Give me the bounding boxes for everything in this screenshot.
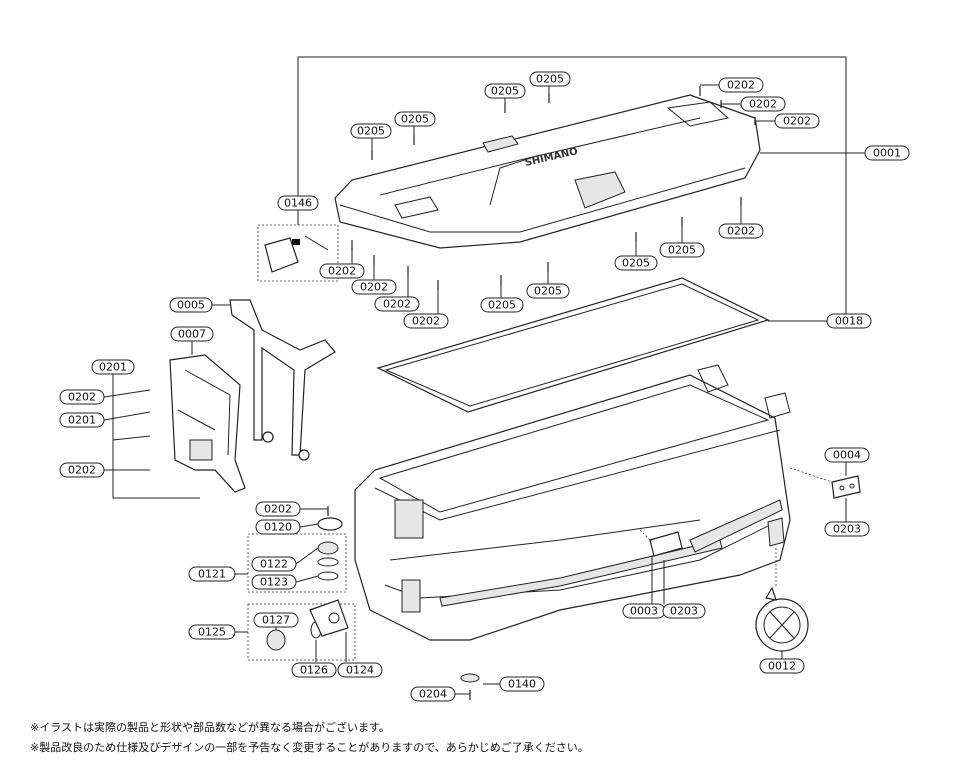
svg-text:0005: 0005 — [177, 299, 205, 312]
svg-text:0127: 0127 — [262, 614, 290, 627]
label-0122: 0122 — [251, 556, 297, 572]
svg-text:0003: 0003 — [630, 605, 658, 618]
label-0202: 0202 — [403, 313, 449, 329]
svg-text:0205: 0205 — [536, 73, 564, 86]
label-0003: 0003 — [622, 603, 666, 619]
label-0205: 0205 — [659, 242, 705, 258]
svg-text:0120: 0120 — [264, 521, 292, 534]
label-0203: 0203 — [662, 603, 706, 619]
label-0018: 0018 — [826, 313, 872, 329]
label-0205: 0205 — [614, 255, 658, 271]
disclaimer-note-2: ※製品改良のため仕様及びデザインの一部を予告なく変更することがありますので、あら… — [30, 741, 589, 754]
svg-text:0126: 0126 — [300, 664, 328, 677]
label-0127: 0127 — [253, 612, 299, 628]
label-0125: 0125 — [188, 624, 236, 640]
label-0205: 0205 — [480, 297, 524, 313]
svg-text:0205: 0205 — [488, 299, 516, 312]
label-0205: 0205 — [394, 111, 436, 127]
svg-text:0205: 0205 — [668, 244, 696, 257]
svg-text:0125: 0125 — [198, 626, 226, 639]
svg-text:0140: 0140 — [508, 678, 536, 691]
svg-text:0205: 0205 — [534, 285, 562, 298]
svg-text:0202: 0202 — [783, 115, 811, 128]
svg-text:0121: 0121 — [198, 568, 226, 581]
label-0202: 0202 — [319, 263, 365, 279]
svg-text:0018: 0018 — [835, 315, 863, 328]
label-0202: 0202 — [351, 279, 397, 295]
wheel — [755, 548, 809, 652]
svg-text:0124: 0124 — [346, 664, 374, 677]
label-0005: 0005 — [169, 297, 213, 313]
drain-parts — [247, 517, 480, 683]
svg-text:0202: 0202 — [727, 79, 755, 92]
label-0202: 0202 — [59, 462, 105, 478]
label-0146: 0146 — [277, 195, 319, 211]
svg-text:0007: 0007 — [178, 328, 206, 341]
svg-text:0204: 0204 — [419, 688, 447, 701]
svg-text:0122: 0122 — [260, 558, 288, 571]
disclaimer-note-1: ※イラストは実際の製品と形状や部品数などが異なる場合がございます。 — [30, 721, 390, 734]
svg-text:0146: 0146 — [284, 197, 312, 210]
label-0201: 0201 — [59, 412, 105, 428]
part-labels: 0205 0205 0205 0205 0202 0202 0202 0001 … — [59, 71, 910, 702]
svg-text:0202: 0202 — [727, 225, 755, 238]
svg-text:0205: 0205 — [491, 85, 519, 98]
label-0121: 0121 — [188, 566, 236, 582]
label-0004: 0004 — [824, 447, 870, 463]
label-0202: 0202 — [374, 296, 420, 312]
svg-text:0203: 0203 — [833, 523, 861, 536]
label-0202: 0202 — [774, 113, 820, 129]
svg-text:0202: 0202 — [383, 298, 411, 311]
svg-text:0202: 0202 — [68, 391, 96, 404]
svg-text:0205: 0205 — [401, 113, 429, 126]
svg-text:0201: 0201 — [68, 414, 96, 427]
gasket — [376, 277, 770, 413]
label-0007: 0007 — [170, 326, 214, 342]
label-0120: 0120 — [255, 519, 301, 535]
lid: SHIMANO — [334, 94, 761, 249]
svg-text:0202: 0202 — [264, 503, 292, 516]
hinge-parts — [639, 467, 861, 557]
label-0001: 0001 — [864, 145, 910, 161]
svg-text:0205: 0205 — [622, 257, 650, 270]
label-0012: 0012 — [759, 658, 805, 674]
latch-group — [257, 224, 339, 282]
label-0202: 0202 — [59, 389, 105, 405]
label-0205: 0205 — [526, 283, 570, 299]
label-0203: 0203 — [824, 521, 870, 537]
leader-lines — [103, 84, 847, 695]
svg-text:0201: 0201 — [99, 361, 127, 374]
side-bracket — [169, 354, 246, 493]
label-0205: 0205 — [529, 71, 571, 87]
label-0124: 0124 — [337, 662, 383, 678]
label-0202: 0202 — [718, 77, 764, 93]
svg-text:0202: 0202 — [328, 265, 356, 278]
label-0202: 0202 — [255, 501, 301, 517]
label-0204: 0204 — [410, 686, 456, 702]
disclaimer-notes: ※イラストは実際の製品と形状や部品数などが異なる場合がございます。 ※製品改良の… — [30, 718, 589, 758]
label-0126: 0126 — [291, 662, 337, 678]
screws — [327, 86, 756, 700]
svg-text:0203: 0203 — [670, 605, 698, 618]
svg-text:0123: 0123 — [260, 576, 288, 589]
label-0123: 0123 — [251, 574, 297, 590]
svg-text:0202: 0202 — [68, 464, 96, 477]
svg-text:0202: 0202 — [749, 98, 777, 111]
svg-text:0202: 0202 — [412, 315, 440, 328]
svg-text:0202: 0202 — [360, 281, 388, 294]
handle — [229, 299, 336, 461]
label-0201: 0201 — [91, 359, 135, 375]
label-0202: 0202 — [718, 223, 764, 239]
label-0140: 0140 — [499, 676, 545, 692]
svg-text:0205: 0205 — [357, 125, 385, 138]
label-0202: 0202 — [740, 96, 786, 112]
svg-text:0012: 0012 — [768, 660, 796, 673]
cooler-body — [354, 364, 791, 641]
leader-frame — [297, 56, 865, 322]
svg-text:0004: 0004 — [833, 449, 861, 462]
svg-text:0001: 0001 — [873, 147, 901, 160]
label-0205: 0205 — [484, 83, 526, 99]
label-0205: 0205 — [350, 123, 392, 139]
